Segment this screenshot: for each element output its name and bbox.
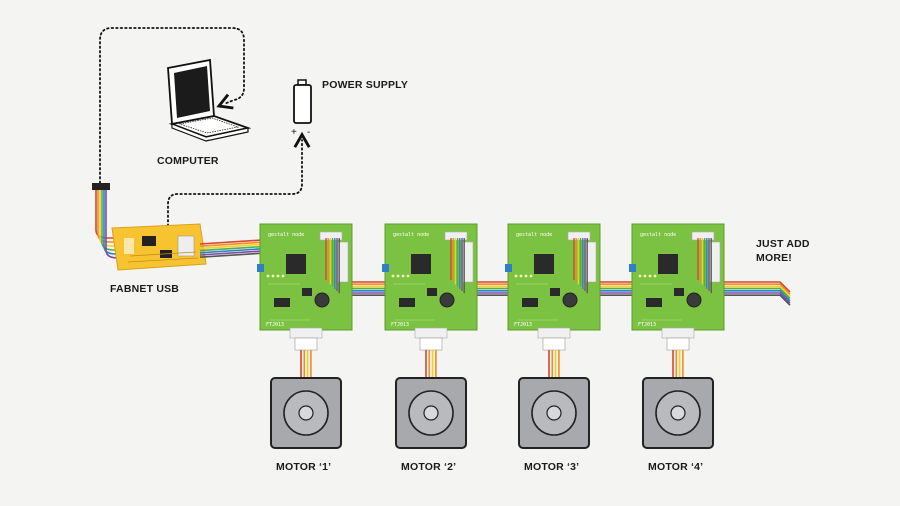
node-small-chip [674, 288, 684, 296]
node-header-side [585, 241, 597, 283]
node-pad [529, 274, 533, 278]
node-header-side [709, 241, 721, 283]
battery-plus: + [291, 127, 297, 138]
node-inductor [562, 292, 578, 308]
node-pad [391, 274, 395, 278]
node-driver-chip [522, 298, 538, 307]
node-inductor [686, 292, 702, 308]
node-traces [268, 283, 310, 321]
just-add-label-line2: MORE! [756, 252, 792, 264]
motor-plug [419, 337, 443, 351]
node-pad [276, 274, 280, 278]
node-pad [514, 274, 518, 278]
node-pad [643, 274, 647, 278]
motor-shaft [670, 405, 686, 421]
motor-connector [289, 327, 323, 339]
node-driver-chip [274, 298, 290, 307]
computer-label: COMPUTER [157, 155, 219, 167]
node-silk-code: FTJ013 [266, 322, 284, 328]
node-pad [266, 274, 270, 278]
motor-connector [537, 327, 571, 339]
node-silk-title: gestalt node [640, 232, 676, 238]
node-driver-chip [399, 298, 415, 307]
power-supply-label: POWER SUPPLY [322, 79, 408, 91]
motor-label-2: MOTOR ‘2’ [401, 461, 456, 473]
motor-shaft [546, 405, 562, 421]
node-inductor [439, 292, 455, 308]
node-pad [524, 274, 528, 278]
node-driver-chip [646, 298, 662, 307]
power-link-dotted [167, 131, 311, 245]
node-pad [281, 274, 285, 278]
node-input-connector [629, 264, 636, 272]
node-header-side [337, 241, 349, 283]
motor-plug [666, 337, 690, 351]
node-mcu-chip [534, 254, 554, 274]
node-pad [653, 274, 657, 278]
node-input-connector [382, 264, 389, 272]
node-silk-code: FTJ013 [638, 322, 656, 328]
node-input-connector [505, 264, 512, 272]
node-pad [406, 274, 410, 278]
usb-plug [92, 183, 110, 190]
battery-minus: - [307, 127, 310, 138]
motor-label-4: MOTOR ‘4’ [648, 461, 703, 473]
motor-label-1: MOTOR ‘1’ [276, 461, 331, 473]
node-inductor [314, 292, 330, 308]
just-add-label-line1: JUST ADD [756, 238, 810, 250]
node-header-side [462, 241, 474, 283]
node-mcu-chip [286, 254, 306, 274]
motor-shaft [298, 405, 314, 421]
motor-plug [542, 337, 566, 351]
motor-shaft [423, 405, 439, 421]
usb-link-dotted [99, 27, 245, 184]
node-silk-title: gestalt node [393, 232, 429, 238]
node-pad [401, 274, 405, 278]
node-pad [648, 274, 652, 278]
node-pad [638, 274, 642, 278]
fabnet-usb-label: FABNET USB [110, 283, 179, 295]
node-silk-code: FTJ013 [391, 322, 409, 328]
computer-icon [167, 58, 252, 142]
node-small-chip [427, 288, 437, 296]
node-traces [516, 283, 558, 321]
node-silk-code: FTJ013 [514, 322, 532, 328]
motor-connector [661, 327, 695, 339]
node-pad [519, 274, 523, 278]
node-traces [393, 283, 435, 321]
motor-plug [294, 337, 318, 351]
node-mcu-chip [411, 254, 431, 274]
node-small-chip [302, 288, 312, 296]
node-input-connector [257, 264, 264, 272]
fabnet-usb-board [111, 223, 207, 271]
node-small-chip [550, 288, 560, 296]
node-traces [640, 283, 682, 321]
motor-connector [414, 327, 448, 339]
node-pad [396, 274, 400, 278]
motor-label-3: MOTOR ‘3’ [524, 461, 579, 473]
node-silk-title: gestalt node [516, 232, 552, 238]
battery-icon [293, 79, 312, 124]
node-pad [271, 274, 275, 278]
node-silk-title: gestalt node [268, 232, 304, 238]
node-mcu-chip [658, 254, 678, 274]
